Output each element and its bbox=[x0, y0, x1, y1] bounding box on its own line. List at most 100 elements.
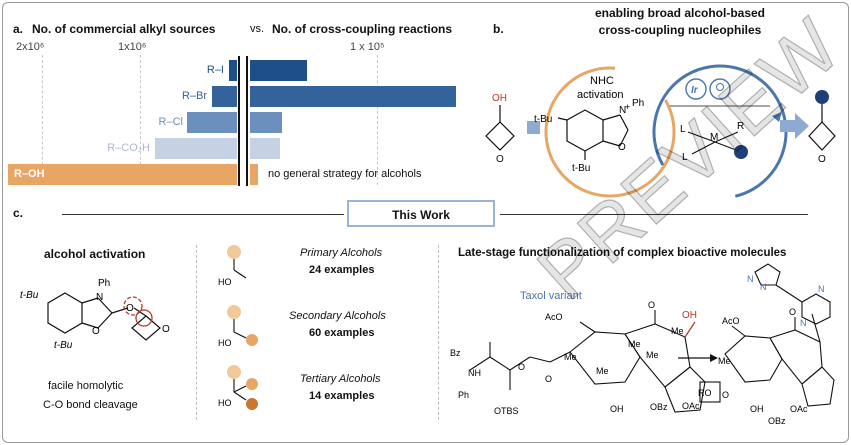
oxetane-o-label: O bbox=[496, 154, 504, 165]
right-bar-rco2h bbox=[250, 138, 280, 159]
gridline-right-1e5 bbox=[377, 55, 378, 185]
this-work-box: This Work bbox=[347, 200, 495, 227]
nh-label: NH bbox=[468, 368, 481, 378]
gridline-left-2e6 bbox=[42, 55, 43, 185]
pyrazine-n-1: N bbox=[818, 284, 825, 294]
secondary-alcohols-label: Secondary Alcohols bbox=[289, 310, 386, 322]
plus-charge: + bbox=[625, 102, 630, 112]
me-label-2: Me bbox=[628, 339, 641, 349]
right-axis bbox=[246, 56, 248, 186]
me-label-6: Me bbox=[718, 356, 731, 366]
right-bar-rbr bbox=[250, 86, 456, 107]
ro-label: RO bbox=[698, 388, 712, 398]
panel-b-label: b. bbox=[493, 22, 504, 36]
left-axis bbox=[238, 56, 240, 186]
right-chart-title: No. of cross-coupling reactions bbox=[272, 22, 453, 36]
gridline-left-1e6 bbox=[140, 55, 141, 185]
metal-label: M bbox=[710, 132, 718, 143]
obz-label-1: OBz bbox=[650, 402, 668, 412]
tbu-label-c2: t-Bu bbox=[54, 340, 73, 351]
ho-label-2: HO bbox=[218, 338, 232, 348]
ketone-o-2: O bbox=[789, 307, 796, 317]
benzoxazolium-structure: t-Bu t-Bu N + Ph O bbox=[534, 98, 644, 174]
functionalized-taxol-structure: N N N N AcO O Me RO OH OBz OAc bbox=[698, 263, 835, 426]
pyrazole-n-2: N bbox=[747, 274, 754, 284]
taxol-variant-structure: OH AcO O Me Me Me Me Me OH OBz OAc O O B… bbox=[450, 300, 729, 416]
aco-label-2: AcO bbox=[722, 316, 740, 326]
pyrazole-n-1: N bbox=[760, 282, 767, 292]
ir-label: Ir bbox=[691, 85, 699, 96]
tertiary-alcohols-label: Tertiary Alcohols bbox=[300, 373, 381, 385]
me-label-5: Me bbox=[646, 350, 659, 360]
panel-b-scheme: OH O NHC activation t-Bu t-Bu N + Ph O bbox=[485, 64, 836, 200]
divider-right bbox=[500, 214, 808, 215]
oxetane-o-2: O bbox=[722, 390, 729, 400]
left-bar-rcl bbox=[187, 112, 237, 133]
light-bulb-icon bbox=[709, 78, 731, 100]
late-stage-title: Late-stage functionalization of complex … bbox=[458, 247, 787, 259]
benzoxazole-o-label: O bbox=[618, 142, 626, 153]
ester-o-1: O bbox=[545, 374, 552, 384]
nhc-label: NHC bbox=[590, 75, 614, 87]
alcohol-activation-title: alcohol activation bbox=[44, 247, 146, 261]
me-label-3: Me bbox=[671, 326, 684, 336]
tertiary-count: 14 examples bbox=[309, 390, 375, 402]
right-bar-ri bbox=[250, 60, 307, 81]
ketone-o-1: O bbox=[648, 300, 655, 310]
panel-b-title-line2: cross-coupling nucleophiles bbox=[598, 23, 762, 37]
row-label-rco2h: R–CO₂H bbox=[107, 142, 150, 154]
ir-catalyst-icon bbox=[685, 78, 707, 100]
tbu-label-c1: t-Bu bbox=[20, 290, 39, 301]
left-tick-1e6: 1x10⁶ bbox=[118, 41, 147, 53]
pyrazine-n-2: N bbox=[800, 318, 807, 328]
ho-label-1: HO bbox=[218, 277, 232, 287]
activated-alcohol-structure: t-Bu t-Bu Ph N O O O bbox=[20, 278, 170, 351]
n-label: N bbox=[619, 105, 626, 116]
left-tick-2e6: 2x10⁶ bbox=[16, 41, 45, 53]
ligand-label-2: L bbox=[682, 152, 688, 163]
plus-square bbox=[527, 121, 540, 134]
primary-count: 24 examples bbox=[309, 264, 375, 276]
row-label-ri: R–I bbox=[206, 64, 224, 76]
o-label-c1: O bbox=[92, 326, 100, 337]
row-label-rbr: R–Br bbox=[181, 90, 207, 102]
ester-o-2: O bbox=[518, 362, 525, 372]
homolytic-line1: facile homolytic bbox=[48, 380, 124, 392]
alcohol-class-structures: HO HO HO bbox=[218, 245, 258, 410]
right-tick-1e5: 1 x 10⁵ bbox=[350, 41, 385, 53]
cycle-arrowhead bbox=[772, 112, 782, 122]
obz-label-2: OBz bbox=[768, 416, 786, 426]
metal-complex-structure: L M R L bbox=[680, 121, 748, 163]
aco-label-1: AcO bbox=[545, 312, 563, 322]
left-chart-title: No. of commercial alkyl sources bbox=[32, 22, 216, 36]
primary-alcohols-label: Primary Alcohols bbox=[300, 247, 383, 259]
product-oxetane-structure: O bbox=[808, 90, 836, 165]
secondary-count: 60 examples bbox=[309, 327, 375, 339]
panel-b-title-line1: enabling broad alcohol-based bbox=[594, 6, 766, 20]
ho-label-3: HO bbox=[218, 398, 232, 408]
homolytic-line2: C-O bond cleavage bbox=[43, 399, 138, 411]
panel-a-label: a. bbox=[13, 22, 24, 36]
left-bar-ri bbox=[229, 60, 237, 81]
me-label-1: Me bbox=[564, 352, 577, 362]
row-label-roh: R–OH bbox=[14, 168, 45, 180]
me-label-4: Me bbox=[596, 366, 609, 376]
row-label-rcl: R–Cl bbox=[158, 116, 183, 128]
vs-label: vs. bbox=[250, 23, 265, 35]
taxol-oh-red: OH bbox=[682, 310, 697, 321]
oh-label: OH bbox=[492, 93, 507, 104]
r-label: R bbox=[737, 121, 744, 132]
oac-label-1: OAc bbox=[682, 401, 700, 411]
left-bar-rbr bbox=[212, 86, 237, 107]
left-bar-roh bbox=[8, 164, 237, 185]
divider-dashed-1 bbox=[196, 245, 198, 420]
product-arrow bbox=[780, 113, 809, 139]
oh-label-3: OH bbox=[750, 404, 764, 414]
divider-left bbox=[62, 214, 344, 215]
otbs-label: OTBS bbox=[494, 406, 519, 416]
o-label-c2: O bbox=[126, 303, 134, 314]
left-bar-rco2h bbox=[155, 138, 237, 159]
divider-dashed-2 bbox=[438, 245, 440, 420]
bz-label: Bz bbox=[450, 348, 461, 358]
